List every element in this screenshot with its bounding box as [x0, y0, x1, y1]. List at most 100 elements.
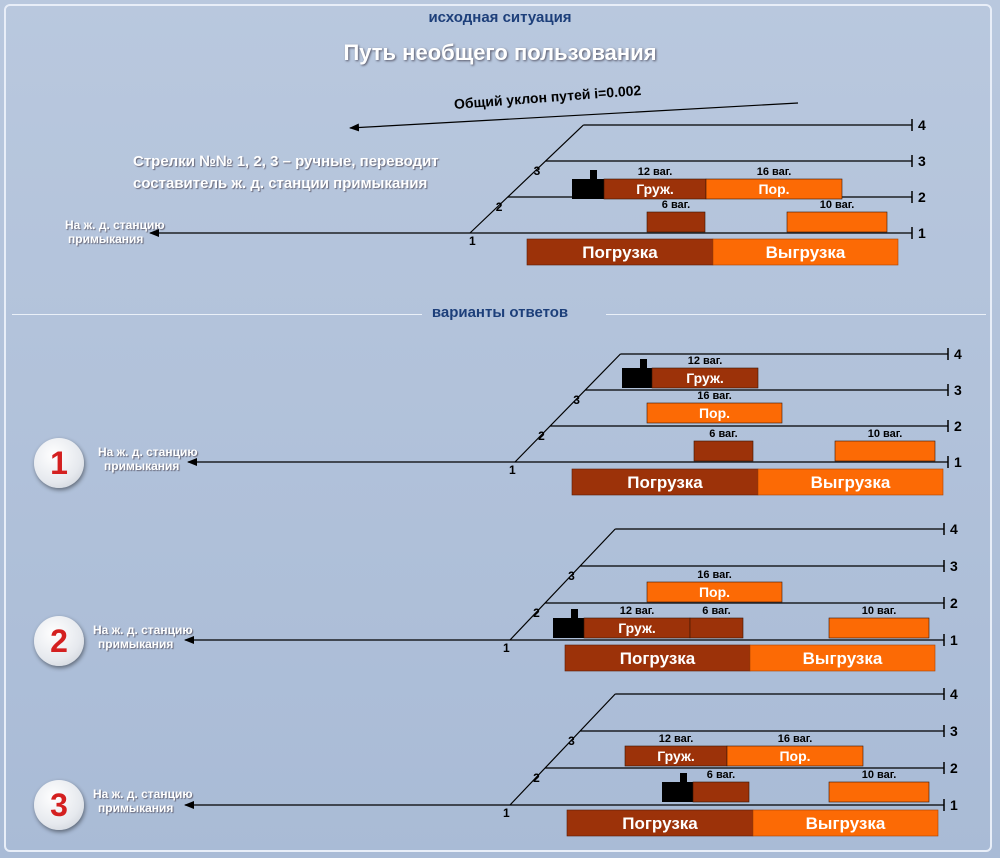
variant-3-group-1-car-1-count: 12 ваг. [659, 733, 694, 745]
switch-note-line-2: составитель ж. д. станции примыкания [133, 175, 428, 192]
variant-3-switch-2-label: 2 [533, 771, 540, 785]
variant-3-track-number-2: 2 [950, 760, 958, 776]
variant-2-group-2-car-2-count: 6 ваг. [702, 605, 730, 617]
variant-3-group-1-car-1-label: Груж. [657, 748, 695, 764]
variant-1-group-2-car-1-label: Пор. [699, 405, 730, 421]
situation-switch-3-label: 3 [534, 164, 541, 178]
situation-track-number-3: 3 [918, 153, 926, 169]
variant-1-switch-1-label: 1 [509, 463, 516, 477]
situation-group-2-car-1 [646, 211, 706, 233]
variant-1-track-number-4: 4 [954, 346, 962, 362]
situation-group-1-locomotive-cab [590, 170, 597, 179]
variant-3-group-2-locomotive-cab [680, 773, 687, 782]
variant-1-group-3-car-1 [693, 440, 754, 462]
variant-1-unloading-zone-label: Выгрузка [811, 473, 891, 492]
variant-1-loading-zone [571, 468, 759, 496]
variant-1-station-label-line-1: На ж. д. станцию [98, 445, 198, 459]
variant-1-station-label-line-2: примыкания [104, 459, 180, 473]
variant-2-group-1-car-1-count: 16 ваг. [697, 569, 732, 581]
variant-1-unloading-zone [757, 468, 944, 496]
situation-track-number-4: 4 [918, 117, 926, 133]
situation-switch-1-label: 1 [469, 234, 476, 248]
variant-2-track-number-1: 1 [950, 632, 958, 648]
variant-2-unloading-zone-label: Выгрузка [803, 649, 883, 668]
variant-2-unloading-zone [749, 644, 936, 672]
variant-2-group-3-car-1 [828, 617, 930, 639]
variant-1-loading-zone-label: Погрузка [627, 473, 703, 492]
situation-group-3-car-1 [786, 211, 888, 233]
variant-2-station-label-line-1: На ж. д. станцию [93, 623, 193, 637]
variant-2-track-number-4: 4 [950, 521, 958, 537]
variant-3-group-2-car-1-count: 6 ваг. [707, 769, 735, 781]
variant-2-track-number-2: 2 [950, 595, 958, 611]
situation-group-1-car-2-count: 16 ваг. [757, 166, 792, 178]
situation-group-1-car-2 [705, 178, 843, 200]
variant-3-group-2-car-1 [692, 781, 750, 803]
variant-2-track-number-3: 3 [950, 558, 958, 574]
variant-1-group-4-car-1 [834, 440, 936, 462]
variant-3-unloading-zone [752, 809, 939, 837]
page-title: Путь необщего пользования [343, 40, 657, 65]
variant-3-badge[interactable]: 3 [34, 780, 84, 830]
variant-3-group-2-locomotive [662, 782, 693, 802]
variant-1-group-1-car-1 [651, 367, 759, 389]
variant-1-group-4-car-1-count: 10 ваг. [868, 428, 903, 440]
variant-1-group-2-car-1-count: 16 ваг. [697, 390, 732, 402]
variant-1-switch-2-label: 2 [538, 429, 545, 443]
variant-1-group-1-locomotive-cab [640, 359, 647, 368]
variant-1-group-2-car-1 [646, 402, 783, 424]
variant-3-track-number-1: 1 [950, 797, 958, 813]
station-label-line-1: На ж. д. станцию [65, 218, 165, 232]
variant-1-group-1-locomotive [622, 368, 652, 388]
variant-3-station-label-line-2: примыкания [98, 801, 174, 815]
variant-3-track-number-4: 4 [950, 686, 958, 702]
switch-note-line-1: Стрелки №№ 1, 2, 3 – ручные, переводит [133, 153, 439, 170]
variant-2-switch-3-label: 3 [568, 569, 575, 583]
variant-1-track-number-1: 1 [954, 454, 962, 470]
variant-3-station-label-line-1: На ж. д. станцию [93, 787, 193, 801]
situation-group-2-car-1-count: 6 ваг. [662, 199, 690, 211]
situation-track-number-2: 2 [918, 189, 926, 205]
situation-group-3-car-1-count: 10 ваг. [820, 199, 855, 211]
variant-3-loading-zone-label: Погрузка [622, 814, 698, 833]
situation-group-1-car-1-count: 12 ваг. [638, 166, 673, 178]
variant-3-group-3-car-1 [828, 781, 930, 803]
variant-2-group-2-car-1-count: 12 ваг. [620, 605, 655, 617]
answers-heading: варианты ответов [431, 304, 569, 321]
variant-3-unloading-zone-label: Выгрузка [806, 814, 886, 833]
variant-2-ladder [509, 528, 616, 641]
variant-2-badge[interactable]: 2 [34, 616, 84, 666]
variant-2-group-3-car-1-count: 10 ваг. [862, 605, 897, 617]
variant-3-group-1-car-2-count: 16 ваг. [778, 733, 813, 745]
variant-2-group-2-locomotive-cab [571, 609, 578, 618]
situation-group-1-locomotive [572, 179, 604, 199]
situation-unloading-zone [712, 238, 899, 266]
variant-2-group-2-car-2 [689, 617, 744, 639]
variant-3-switch-1-label: 1 [503, 806, 510, 820]
variant-3-ladder [509, 693, 616, 806]
station-label-line-2: примыкания [68, 232, 144, 246]
variant-2-group-1-car-1-label: Пор. [699, 584, 730, 600]
situation-switch-2-label: 2 [496, 200, 503, 214]
variant-2-station-label-line-2: примыкания [98, 637, 174, 651]
situation-loading-zone-label: Погрузка [582, 243, 658, 262]
situation-heading: исходная ситуация [428, 9, 572, 26]
variant-3-group-3-car-1-count: 10 ваг. [862, 769, 897, 781]
variant-1-switch-3-label: 3 [573, 393, 580, 407]
situation-ladder [469, 124, 584, 234]
variant-2-loading-zone [564, 644, 751, 672]
variant-1-badge[interactable]: 1 [34, 438, 84, 488]
variant-1-group-1-car-1-label: Груж. [686, 370, 724, 386]
variant-1-track-number-2: 2 [954, 418, 962, 434]
situation-unloading-zone-label: Выгрузка [766, 243, 846, 262]
situation-group-1-car-1-label: Груж. [636, 181, 674, 197]
variant-1-group-1-car-1-count: 12 ваг. [688, 355, 723, 367]
variant-1-track-number-3: 3 [954, 382, 962, 398]
variant-1-group-3-car-1-count: 6 ваг. [709, 428, 737, 440]
variant-3-group-1-car-2-label: Пор. [779, 748, 810, 764]
variant-3-group-1-car-2 [726, 745, 864, 767]
variant-3-switch-3-label: 3 [568, 734, 575, 748]
variant-2-loading-zone-label: Погрузка [620, 649, 696, 668]
situation-group-1-car-2-label: Пор. [758, 181, 789, 197]
